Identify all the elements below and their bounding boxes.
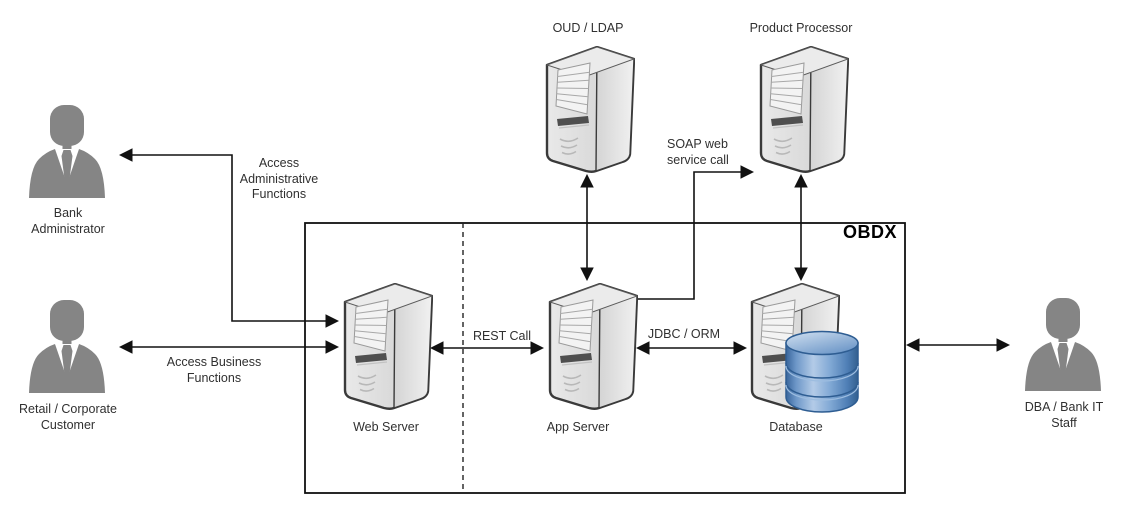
jdbc-orm-label: JDBC / ORM <box>647 327 721 341</box>
app-server-label: App Server <box>546 420 610 434</box>
connector-admin-functions <box>118 148 340 328</box>
server-icon <box>546 283 638 411</box>
person-icon <box>26 104 110 198</box>
access-admin-functions-label: Access Administrative Functions <box>239 156 319 201</box>
oud-ldap-label: OUD / LDAP <box>552 21 624 35</box>
retail-customer-label: Retail / Corporate Customer <box>19 402 117 432</box>
obdx-boundary-box <box>304 222 906 494</box>
database-cylinder <box>784 330 860 414</box>
soap-web-service-call-label: SOAP web service call <box>667 137 729 167</box>
person-icon <box>26 299 110 393</box>
database-label: Database <box>769 420 823 434</box>
obdx-label: OBDX <box>842 222 897 242</box>
product-processor-label: Product Processor <box>749 21 853 35</box>
dba-staff-label: DBA / Bank IT Staff <box>1024 400 1104 430</box>
rest-call-label: REST Call <box>472 329 532 343</box>
person-icon <box>1022 297 1106 391</box>
database-cylinder-icon <box>784 330 860 414</box>
server-icon <box>341 283 433 411</box>
connector-soap-call <box>634 165 755 300</box>
retail-customer-actor <box>26 299 110 393</box>
access-business-functions-label: Access Business Functions <box>166 355 262 385</box>
dba-staff-actor <box>1022 297 1106 391</box>
oud-ldap-server <box>543 46 635 174</box>
bank-administrator-label: Bank Administrator <box>31 206 105 236</box>
bank-administrator-actor <box>26 104 110 198</box>
web-server <box>341 283 433 411</box>
web-server-label: Web Server <box>353 420 419 434</box>
server-icon <box>543 46 635 174</box>
app-server <box>546 283 638 411</box>
